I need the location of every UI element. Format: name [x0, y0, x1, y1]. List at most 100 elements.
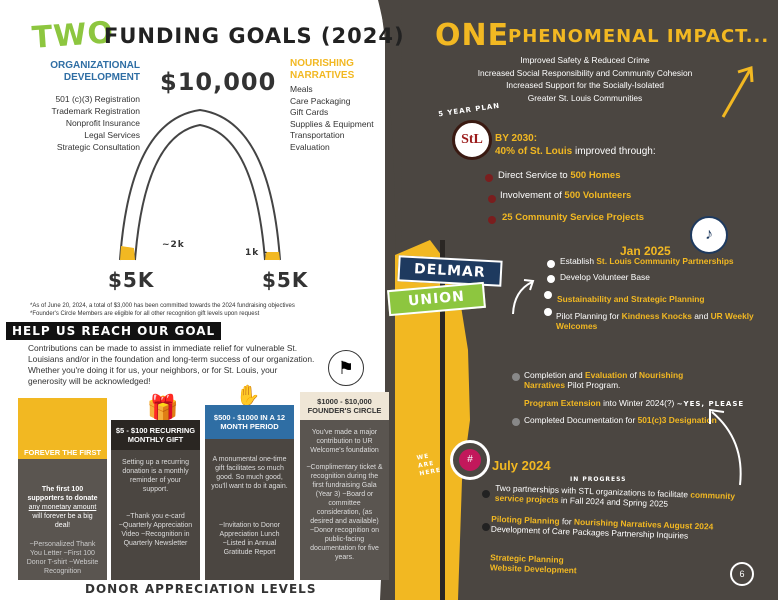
nourishing-title-line1: NOURISHING	[290, 58, 354, 69]
card-forever-first: FOREVER THE FIRST The first 100 supporte…	[18, 398, 107, 580]
card-body-rest: will forever be a big deal!	[32, 513, 93, 529]
arrow-up-icon	[721, 66, 754, 118]
bullet-dot	[485, 174, 493, 182]
one-heading: ONE	[435, 18, 510, 53]
bullet-dot	[488, 216, 496, 224]
card-body-bold: The first 100 supporters to donate	[27, 486, 98, 502]
org-dev-list: 501 (c)(3) Registration Trademark Regist…	[20, 93, 141, 153]
jan-2025-title: Jan 2025	[620, 244, 671, 258]
card-founders-circle: $1000 - $10,000 FOUNDER'S CIRCLE You've …	[300, 392, 389, 580]
jan-item-pre: Develop Volunteer Base	[560, 272, 650, 282]
nourishing-item: Transportation	[290, 130, 345, 140]
plan-item-pre: Direct Service to	[498, 170, 571, 181]
two-heading: TWO	[30, 15, 116, 56]
org-dev-item: Nonprofit Insurance	[65, 118, 140, 128]
card-perks: ~Complimentary ticket & recognition duri…	[306, 464, 383, 561]
mid-item: Program Extension into Winter 2024(?) ~Y…	[524, 398, 744, 408]
nourishing-item: Evaluation	[290, 141, 330, 152]
plan-item: Involvement of 500 Volunteers	[500, 190, 631, 201]
plan-item-pre: Involvement of	[500, 190, 565, 201]
card-perks: ~Invitation to Donor Appreciation Lunch …	[219, 522, 280, 556]
footnote-2: *Founder's Circle Members are eligible f…	[30, 311, 260, 317]
card-body: You've made a major contribution to UR W…	[310, 429, 379, 454]
jan-item-pre: Pilot Planning for	[556, 311, 622, 321]
in-progress-label: IN PROGRESS	[570, 476, 627, 483]
card-body: The first 100 supporters to donate any m…	[18, 485, 107, 530]
ur-welcome-logo: #	[459, 449, 481, 471]
card-title: FOREVER THE FIRST	[18, 446, 107, 459]
curved-arrow-icon	[512, 279, 535, 315]
org-dev-item: Trademark Registration	[51, 106, 141, 116]
funding-goals-heading: FUNDING GOALS (2024)	[104, 24, 405, 48]
org-dev-item: Legal Services	[84, 130, 140, 140]
plan-improved: improved through:	[572, 146, 656, 157]
bullet-dot	[544, 308, 552, 316]
stl-cardinals-logo: StL	[452, 120, 492, 160]
nourishing-title-line2: NARRATIVES	[290, 70, 355, 81]
bullet-dot	[482, 523, 490, 531]
card-body: Setting up a recurring donation is a mon…	[122, 459, 189, 493]
july-item: Strategic Planning Website Development	[490, 552, 591, 575]
jan-item-hl: Kindness Knocks	[621, 311, 692, 321]
impact-item: Increased Social Responsibility and Comm…	[477, 67, 693, 78]
impact-heading: PHENOMENAL IMPACT...	[508, 26, 770, 47]
jan-item: Sustainability and Strategic Planning	[557, 294, 705, 304]
mid-item-hl: 501(c)3 Designation	[637, 415, 717, 425]
jan-item-hl: St. Louis Community Partnerships	[596, 256, 734, 266]
mid-item-mid: of	[627, 370, 639, 380]
nourishing-item: Supplies & Equipment	[290, 118, 374, 129]
plan-item: Direct Service to 500 Homes	[498, 170, 621, 181]
stl-blues-logo: ♪	[690, 216, 728, 254]
curved-arrow-icon	[709, 408, 742, 486]
card-body: A monumental one-time gift facilitates s…	[211, 456, 288, 490]
jan-item-pre: Establish	[560, 256, 597, 266]
mid-item: Completion and Evaluation of Nourishing …	[524, 370, 724, 390]
flag-icon: ⚑	[328, 350, 364, 386]
impact-item: Improved Safety & Reduced Crime	[520, 55, 650, 65]
card-title: $5 - $100 RECURRING MONTHLY GIFT	[111, 420, 200, 450]
plan-item: 25 Community Service Projects	[502, 212, 644, 223]
arch-graphic	[119, 108, 281, 261]
nourishing-list: Meals Care Packaging Gift Cards Supplies…	[290, 84, 374, 153]
mid-item-pre: Completion and	[524, 370, 585, 380]
nourishing-title: NOURISHING NARRATIVES	[290, 58, 354, 82]
right-progress-note: 1k -	[245, 248, 269, 258]
mid-item-hl: Evaluation	[585, 370, 628, 380]
by-2030: BY 2030:	[495, 133, 538, 144]
jan-item: Pilot Planning for Kindness Knocks and U…	[556, 311, 771, 331]
impact-list: Improved Safety & Reduced Crime Increase…	[460, 54, 710, 104]
bullet-dot	[547, 260, 555, 268]
page-number: 6	[730, 562, 754, 586]
mid-item-hl: Program Extension	[524, 398, 601, 408]
total-goal: $10,000	[160, 68, 277, 96]
plan-pct: 40% of St. Louis	[495, 146, 573, 157]
we-are-here-label: WE ARE HERE	[416, 452, 442, 478]
nourishing-item: Gift Cards	[290, 107, 329, 117]
card-recurring: $5 - $100 RECURRING MONTHLY GIFT Setting…	[111, 420, 200, 580]
impact-item: Greater St. Louis Communities	[527, 92, 643, 103]
left-progress-note: ~2k	[162, 240, 185, 250]
card-monumental: $500 - $1000 IN A 12 MONTH PERIOD A monu…	[205, 405, 294, 580]
card-body-underline: any monetary amount	[28, 504, 97, 511]
card-title: $500 - $1000 IN A 12 MONTH PERIOD	[205, 405, 294, 439]
location-pin: #	[450, 440, 490, 480]
footnotes: *As of June 20, 2024, a total of $3,000 …	[30, 302, 370, 318]
card-perks: ~Personalized Thank You Letter ~First 10…	[26, 541, 99, 575]
plan-summary: 40% of St. Louis improved through:	[495, 146, 656, 157]
jan-item-hl2: UR Weekly Welcomes	[556, 311, 754, 331]
nourishing-item: Care Packaging	[290, 95, 351, 106]
bullet-dot	[488, 195, 496, 203]
jan-item: Develop Volunteer Base	[560, 272, 650, 282]
help-heading: HELP US REACH OUR GOAL	[6, 322, 222, 340]
org-dev-item: 501 (c)(3) Registration	[55, 94, 140, 104]
card-perks: ~Thank you e-card ~Quarterly Appreciatio…	[118, 513, 193, 547]
footnote-1: *As of June 20, 2024, a total of $3,000 …	[30, 303, 295, 309]
mid-item-post: Pilot Program.	[564, 380, 621, 390]
bullet-dot	[512, 373, 520, 381]
bullet-dot	[544, 291, 552, 299]
jan-item: Establish St. Louis Community Partnershi…	[560, 256, 734, 266]
july-2024-title: July 2024	[492, 458, 551, 473]
left-goal-amount: $5K	[108, 268, 155, 292]
mid-item-pre: Completed Documentation for	[524, 415, 638, 425]
plan-item-hl: 25 Community Service Projects	[502, 212, 645, 223]
